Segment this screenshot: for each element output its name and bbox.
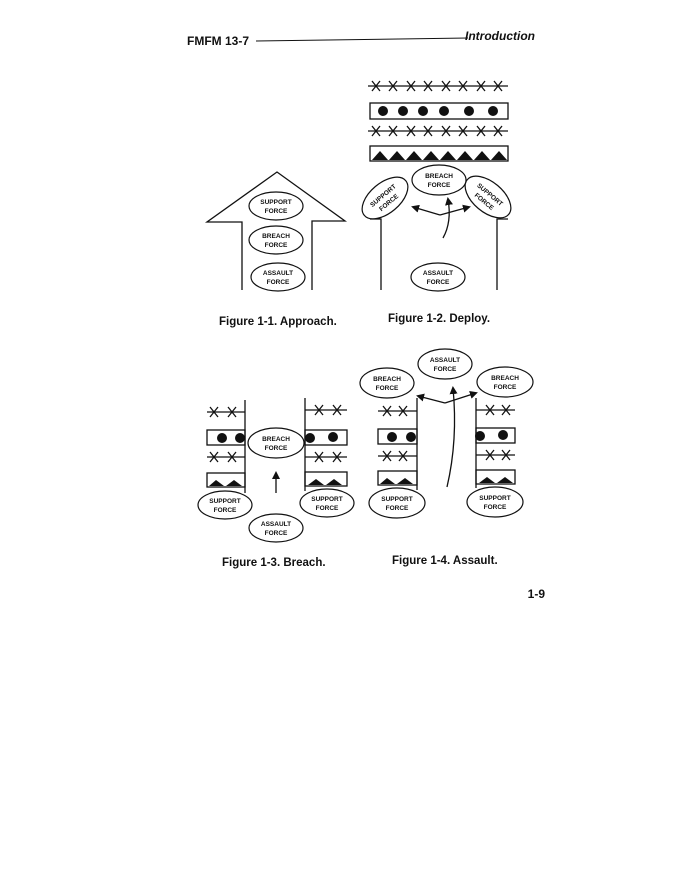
support-force-left: SUPPORT FORCE [368, 487, 426, 519]
support-force-left: SUPPORT FORCE [197, 490, 253, 520]
svg-text:ASSAULT: ASSAULT [423, 270, 453, 277]
breach-force-right: BREACH FORCE [476, 366, 534, 398]
minefield-obstacle [369, 102, 509, 120]
svg-text:BREACH: BREACH [491, 375, 519, 382]
assault-force: ASSAULT FORCE [417, 348, 473, 380]
figure-caption: Figure 1-3. Breach. [222, 557, 326, 569]
header-rule [255, 37, 469, 42]
svg-text:FORCE: FORCE [265, 242, 288, 249]
tank-ditch-obstacle [369, 145, 509, 162]
breach-force: BREACH FORCE [248, 225, 304, 255]
obstacles-left [377, 405, 418, 486]
svg-text:FORCE: FORCE [427, 279, 450, 286]
arrow-left [416, 393, 446, 404]
svg-text:FORCE: FORCE [376, 385, 399, 392]
arrow-left [411, 204, 441, 216]
wire-obstacle [368, 80, 508, 92]
svg-text:SUPPORT: SUPPORT [260, 199, 291, 206]
header-doc-id: FMFM 13-7 [187, 34, 249, 48]
svg-text:BREACH: BREACH [425, 173, 453, 180]
svg-text:BREACH: BREACH [373, 376, 401, 383]
svg-text:ASSAULT: ASSAULT [263, 270, 293, 277]
obstacles-left [206, 406, 246, 488]
assault-force: ASSAULT FORCE [250, 262, 306, 292]
header-section: Introduction [465, 29, 535, 43]
figure-1-4-assault: BREACH FORCE ASSAULT FORCE BREACH FORCE … [359, 348, 534, 567]
figure-caption: Figure 1-1. Approach. [219, 316, 337, 328]
svg-text:FORCE: FORCE [265, 208, 288, 215]
support-force-right: SUPPORT FORCE [299, 488, 355, 518]
figure-1-3-breach: BREACH FORCE SUPPORT FORCE SUPPORT FORCE… [197, 398, 355, 569]
breach-force: BREACH FORCE [411, 164, 467, 196]
svg-text:FORCE: FORCE [265, 530, 288, 537]
wire-obstacle [368, 125, 508, 137]
page-number: 1-9 [528, 587, 546, 601]
svg-text:SUPPORT: SUPPORT [479, 495, 510, 502]
arrow-right [444, 391, 478, 404]
figure-1-2-deploy: SUPPORT FORCE SUPPORT FORCE BREACH FORCE… [361, 80, 512, 325]
svg-text:FORCE: FORCE [484, 504, 507, 511]
support-force-left: SUPPORT FORCE [361, 176, 409, 220]
obstacles-right [304, 404, 348, 487]
svg-text:BREACH: BREACH [262, 436, 290, 443]
support-force-right: SUPPORT FORCE [464, 175, 512, 219]
svg-text:SUPPORT: SUPPORT [381, 496, 412, 503]
svg-text:FORCE: FORCE [428, 182, 451, 189]
assault-force: ASSAULT FORCE [248, 513, 304, 543]
support-force: SUPPORT FORCE [248, 191, 304, 221]
svg-text:ASSAULT: ASSAULT [261, 521, 291, 528]
svg-text:FORCE: FORCE [494, 384, 517, 391]
figure-1-1-approach: SUPPORT FORCE BREACH FORCE ASSAULT FORCE… [204, 171, 348, 328]
assault-force: ASSAULT FORCE [410, 262, 466, 292]
svg-text:FORCE: FORCE [386, 505, 409, 512]
support-force-right: SUPPORT FORCE [466, 486, 524, 518]
obstacles-right [475, 404, 516, 485]
arrow-forward [446, 386, 458, 488]
svg-text:FORCE: FORCE [434, 366, 457, 373]
breach-force-left: BREACH FORCE [359, 367, 415, 399]
svg-text:FORCE: FORCE [265, 445, 288, 452]
svg-text:FORCE: FORCE [316, 505, 339, 512]
arrow-right [439, 204, 471, 216]
svg-text:SUPPORT: SUPPORT [209, 498, 240, 505]
arrow-forward [442, 197, 453, 239]
svg-text:ASSAULT: ASSAULT [430, 357, 460, 364]
svg-text:FORCE: FORCE [267, 279, 290, 286]
svg-text:SUPPORT: SUPPORT [311, 496, 342, 503]
figure-caption: Figure 1-4. Assault. [392, 555, 498, 567]
approach-arrow [204, 171, 348, 290]
figure-caption: Figure 1-2. Deploy. [388, 313, 490, 325]
svg-text:BREACH: BREACH [262, 233, 290, 240]
svg-text:FORCE: FORCE [214, 507, 237, 514]
breach-force: BREACH FORCE [247, 427, 305, 459]
